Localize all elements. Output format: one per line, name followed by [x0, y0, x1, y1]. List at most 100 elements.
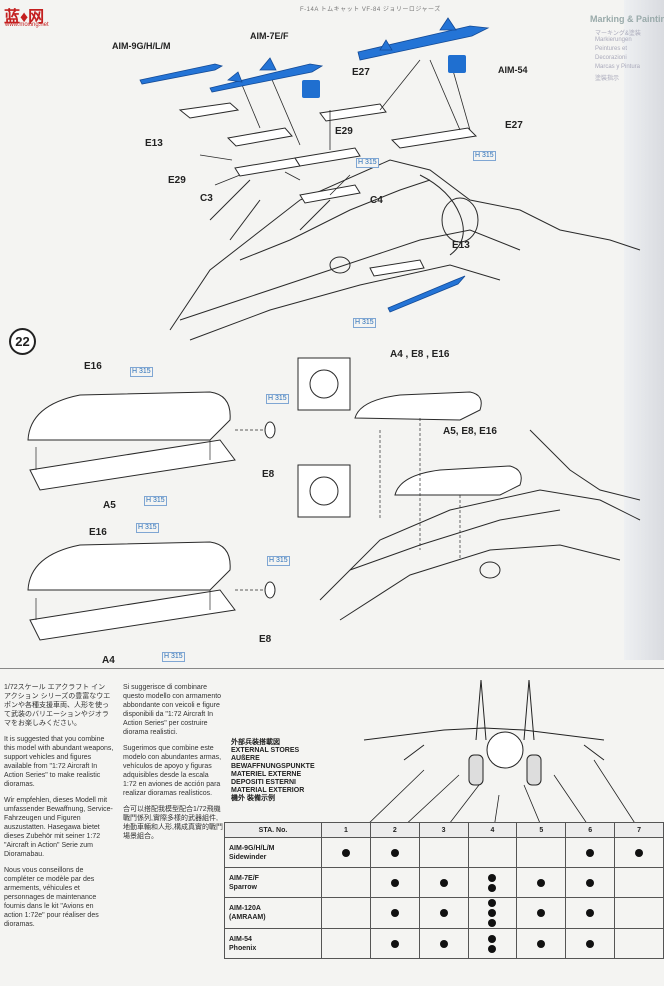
right-line-1: マーキング&塗装: [595, 31, 641, 37]
mount-dot: [586, 939, 595, 948]
adjacent-page-strip: [624, 0, 664, 660]
right-line-4: Decorazioni: [595, 55, 627, 61]
label-c4: C4: [370, 195, 383, 206]
mount-dot: [390, 878, 399, 887]
station-cell: [321, 867, 371, 898]
mount-dot: [488, 919, 497, 927]
paint-code-h315: H 315: [162, 652, 185, 662]
mount-dot: [537, 878, 546, 887]
station-cell: [467, 837, 518, 868]
station-cell: [369, 837, 420, 868]
mount-dot: [488, 883, 497, 892]
station-2: 2: [369, 822, 420, 838]
text-japanese: 1/72スケール エアクラフト イン アクション シリーズの豊富なウエポンや各種…: [4, 684, 111, 727]
text-chinese: 合可以搭配我模型配合1/72飛機戰鬥係列,實際多樣的武器組件,地勤車輛和人形,構…: [123, 806, 223, 840]
station-4: 4: [467, 822, 518, 838]
station-5: 5: [516, 822, 567, 838]
station-cell: [516, 897, 567, 929]
mount-dot: [537, 909, 546, 917]
label-e13: E13: [452, 240, 470, 251]
text-column-left: 1/72スケール エアクラフト イン アクション シリーズの豊富なウエポンや各種…: [4, 683, 114, 936]
mount-dot: [488, 909, 497, 917]
mount-dot: [586, 909, 595, 917]
label-e16: E16: [84, 361, 102, 372]
station-cell: [516, 837, 567, 868]
label-e27: E27: [352, 67, 370, 78]
paint-code-h315: H 315: [473, 151, 496, 161]
mount-dot: [390, 939, 399, 948]
station-cell: [418, 928, 469, 959]
label-e16: E16: [89, 527, 107, 538]
mount-dot: [390, 909, 399, 917]
station-cell: [516, 928, 567, 959]
mount-dot: [488, 934, 497, 943]
label-e29: E29: [168, 175, 186, 186]
site-logo: 蓝♦网: [4, 9, 45, 26]
attention-arrow-icon: [448, 55, 466, 73]
label-e8: E8: [259, 634, 272, 645]
label-e27: E27: [505, 120, 523, 131]
text-french: Nous vous conseillons de compléter ce mo…: [4, 867, 99, 928]
station-cell: [418, 867, 469, 898]
text-german: Wir empfehlen, dieses Modell mit umfasse…: [4, 797, 113, 858]
label-c3: C3: [200, 193, 213, 204]
right-line-3: Peintures et: [595, 46, 628, 52]
mount-dot: [586, 878, 595, 887]
label-a4-e8-e16: A4 , E8 , E16: [390, 349, 450, 360]
label-e13: E13: [145, 138, 163, 149]
front-view-aircraft: [363, 679, 637, 825]
label-a5-e8-e16: A5, E8, E16: [443, 426, 497, 437]
mount-dot: [488, 899, 497, 907]
mount-dot: [586, 848, 595, 857]
right-line-6: 塗裝指示: [595, 76, 620, 82]
paint-code-h315: H 315: [353, 318, 376, 328]
station-7: 7: [614, 822, 664, 838]
step-number: 22: [9, 328, 36, 355]
site-logo-url: www.moxing.net: [5, 22, 49, 28]
label-e8: E8: [262, 469, 275, 480]
station-cell: [418, 897, 469, 929]
mount-dot: [341, 848, 350, 857]
right-line-2: Markierungen: [595, 37, 632, 43]
station-cell: [321, 928, 371, 959]
mount-dot: [439, 909, 448, 917]
paint-code-h315: H 315: [266, 394, 289, 404]
label-aim7: AIM-7E/F: [250, 31, 289, 41]
assembly-illustration: [27, 17, 641, 641]
section-divider: [0, 668, 664, 669]
marking-painting-title: Marking & Painting: [590, 14, 664, 24]
station-6: 6: [565, 822, 616, 838]
station-cell: [369, 897, 420, 929]
text-spanish: Sugerimos que combine este modelo con ab…: [123, 745, 222, 797]
station-cell: [369, 867, 420, 898]
label-aim9: AIM-9G/H/L/M: [112, 41, 171, 51]
station-cell: [467, 928, 518, 959]
text-italian: Si suggerisce di combinare questo modell…: [123, 684, 222, 736]
station-1: 1: [321, 822, 371, 838]
station-cell: [467, 897, 518, 929]
station-cell: [614, 928, 664, 959]
station-cell: [565, 897, 616, 929]
label-e29: E29: [335, 126, 353, 137]
paint-code-h315: H 315: [130, 367, 153, 377]
station-cell: [565, 837, 616, 868]
mount-dot: [635, 848, 644, 857]
paint-code-h315: H 315: [356, 158, 379, 168]
label-a5: A5: [103, 500, 116, 511]
station-cell: [565, 928, 616, 959]
sta-label: STA. No.: [224, 822, 322, 838]
station-cell: [321, 897, 371, 929]
station-3: 3: [418, 822, 469, 838]
station-cell: [516, 867, 567, 898]
mount-dot: [390, 848, 399, 857]
mount-dot: [488, 944, 497, 953]
external-stores-title: 外部兵装搭載図 EXTERNAL STORES AUßERE BEWAFFNUN…: [231, 739, 315, 802]
store-name: AIM-120A(AMRAAM): [224, 897, 322, 929]
label-aim54: AIM-54: [498, 65, 528, 75]
